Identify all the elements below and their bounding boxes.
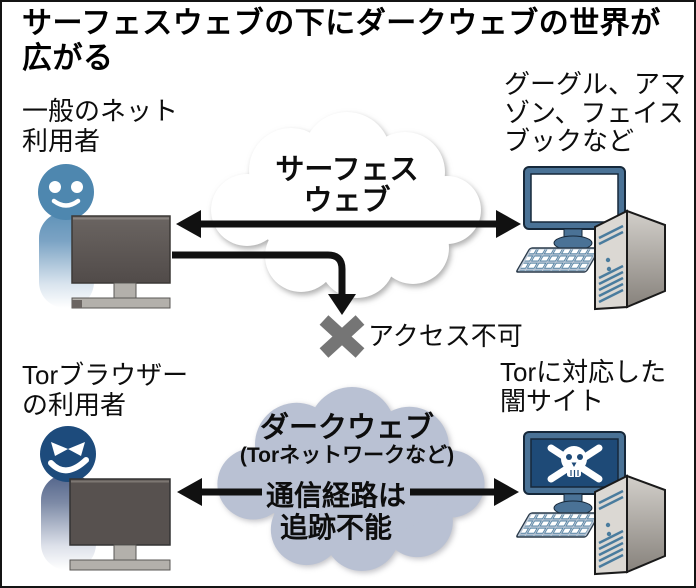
tor-user-label: Torブラウザー の利用者 [22, 360, 188, 420]
surface-user-label: 一般のネット 利用者 [22, 96, 178, 156]
surface-user-monitor-icon [71, 215, 171, 309]
monitor-back [71, 215, 171, 284]
access-denied-x-icon [319, 315, 365, 358]
tor-user-label-line2: の利用者 [22, 390, 127, 421]
person-head [38, 164, 94, 220]
keyboard [516, 512, 601, 538]
surface-server-label-line1: グーグル、アマ [504, 69, 687, 99]
dark-server-label-line1: Torに対応した [500, 357, 667, 387]
dark-cloud-title: ダークウェブ [259, 412, 434, 444]
person-evil-eye-left [51, 442, 68, 456]
person-smile [51, 198, 81, 208]
person-head [40, 426, 96, 482]
monitor-stand [113, 544, 137, 562]
surface-user-label-line1: 一般のネット [22, 96, 179, 126]
title-line-2: 広がる [22, 42, 114, 76]
route-untraceable-line1: 通信経路は [265, 480, 406, 511]
surface-user-label-line2: 利用者 [22, 126, 101, 157]
server-tower [594, 474, 666, 576]
cloud-shape [217, 386, 485, 571]
tower-side [626, 474, 666, 574]
title-line-1: サーフェスウェブの下にダークウェブの世界が [22, 7, 661, 40]
route-untraceable-line2: 追跡不能 [279, 512, 392, 543]
surface-server-label-line2: ゾン、フェイス [504, 97, 684, 128]
access-denied-label: アクセス不可 [368, 321, 523, 351]
dark-server-label-line2: 闇サイト [500, 386, 605, 417]
tower-vents [598, 489, 624, 569]
tower-button [606, 531, 612, 537]
surface-cloud-label: サーフェス ウェブ [242, 154, 452, 218]
tower-button [606, 266, 612, 272]
monitor-stand [113, 282, 137, 301]
surface-cloud-label-line1: サーフェス [275, 154, 419, 186]
monitor-screen [530, 173, 619, 223]
tower-button [605, 522, 611, 528]
dark-server-computer-icon [516, 431, 666, 576]
monitor-front [69, 478, 171, 546]
tower-vents [598, 224, 624, 304]
tower-side [626, 209, 666, 309]
server-computer-icon [516, 166, 666, 311]
surface-server-label-line3: ブックなど [504, 126, 635, 157]
diagram-title: サーフェスウェブの下にダークウェブの世界が 広がる [22, 6, 684, 76]
person-evil-eye-right [68, 442, 85, 456]
surface-cloud-label-line2: ウェブ [303, 185, 391, 218]
dark-cloud-subtitle: (Torネットワークなど) [239, 444, 455, 467]
dark-server-label: Torに対応した 闇サイト [500, 357, 667, 417]
tor-user-monitor-icon [69, 478, 171, 571]
person-evil-grin [48, 457, 89, 474]
keyboard [516, 247, 601, 273]
tor-user-label-line1: Torブラウザー [22, 360, 189, 390]
monitor-base [69, 559, 171, 571]
skull-crossbones-icon [547, 444, 603, 483]
tower-button [605, 257, 611, 263]
monitor-base-detail [72, 300, 82, 308]
monitor-base [71, 297, 171, 309]
person-eye-left [49, 181, 61, 193]
person-eye-right [71, 181, 83, 193]
surface-server-label: グーグル、アマ ゾン、フェイス ブックなど [504, 70, 686, 156]
server-tower [594, 209, 666, 311]
dark-web-cloud-icon [217, 386, 485, 571]
